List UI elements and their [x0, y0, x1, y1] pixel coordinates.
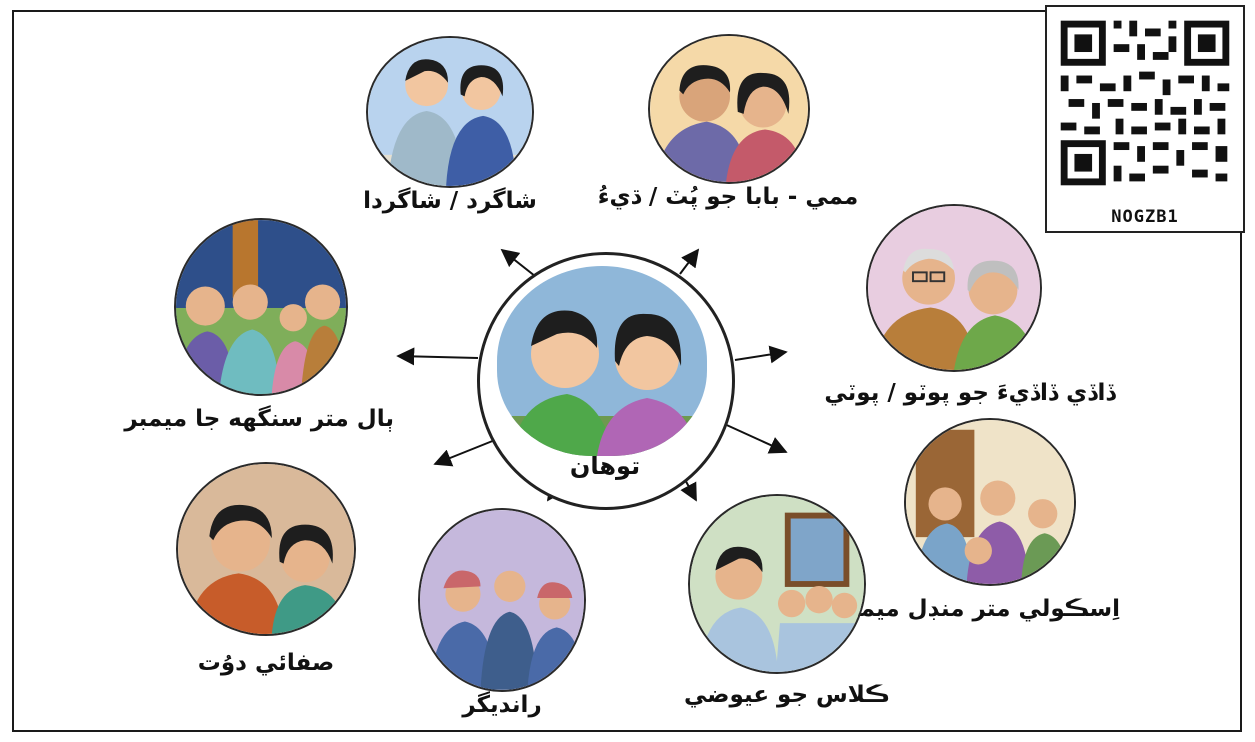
center-illustration [497, 266, 707, 456]
node-school-committee-label: اِسڪولي متر منڊل ميمبر [836, 596, 1120, 622]
arrow-to-grandparents [734, 345, 788, 364]
arrow-to-school-committee [719, 421, 788, 454]
node-students-image [366, 36, 534, 188]
node-cleanliness-friend-image [176, 462, 356, 636]
node-players-image [418, 508, 586, 692]
arrow-to-parents [679, 248, 700, 275]
node-grandparents-label: ڏاڏي ڏاڏيءَ جو پوٽو / پوٽي [824, 380, 1116, 406]
node-parents-label: ممي - بابا جو پُٽ / ڌيءُ [597, 184, 859, 210]
node-classmates-image [688, 494, 866, 674]
node-grandparents-image [866, 204, 1042, 372]
node-students-label: شاگرد / شاگردا [363, 188, 537, 214]
center-label: توهان [569, 452, 641, 480]
qr-code-pattern [1047, 8, 1243, 196]
node-bal-mitr-image [174, 218, 348, 396]
arrow-to-bal-mitr [396, 347, 479, 366]
node-school-committee-image [904, 418, 1076, 586]
node-cleanliness-friend-label: صفائي دوُت [197, 650, 335, 676]
qr-code: NOGZB1 [1045, 5, 1245, 233]
node-parents-image [648, 34, 810, 184]
node-players-label: رانديگر [462, 692, 542, 718]
arrow-to-cleanliness-friend [433, 437, 501, 467]
node-bal-mitr-label: ٻال متر سنگهه جا ميمبر [124, 406, 394, 432]
node-classmates-label: ڪلاس جو عيوضي [684, 682, 890, 708]
qr-code-label: NOGZB1 [1111, 207, 1179, 227]
